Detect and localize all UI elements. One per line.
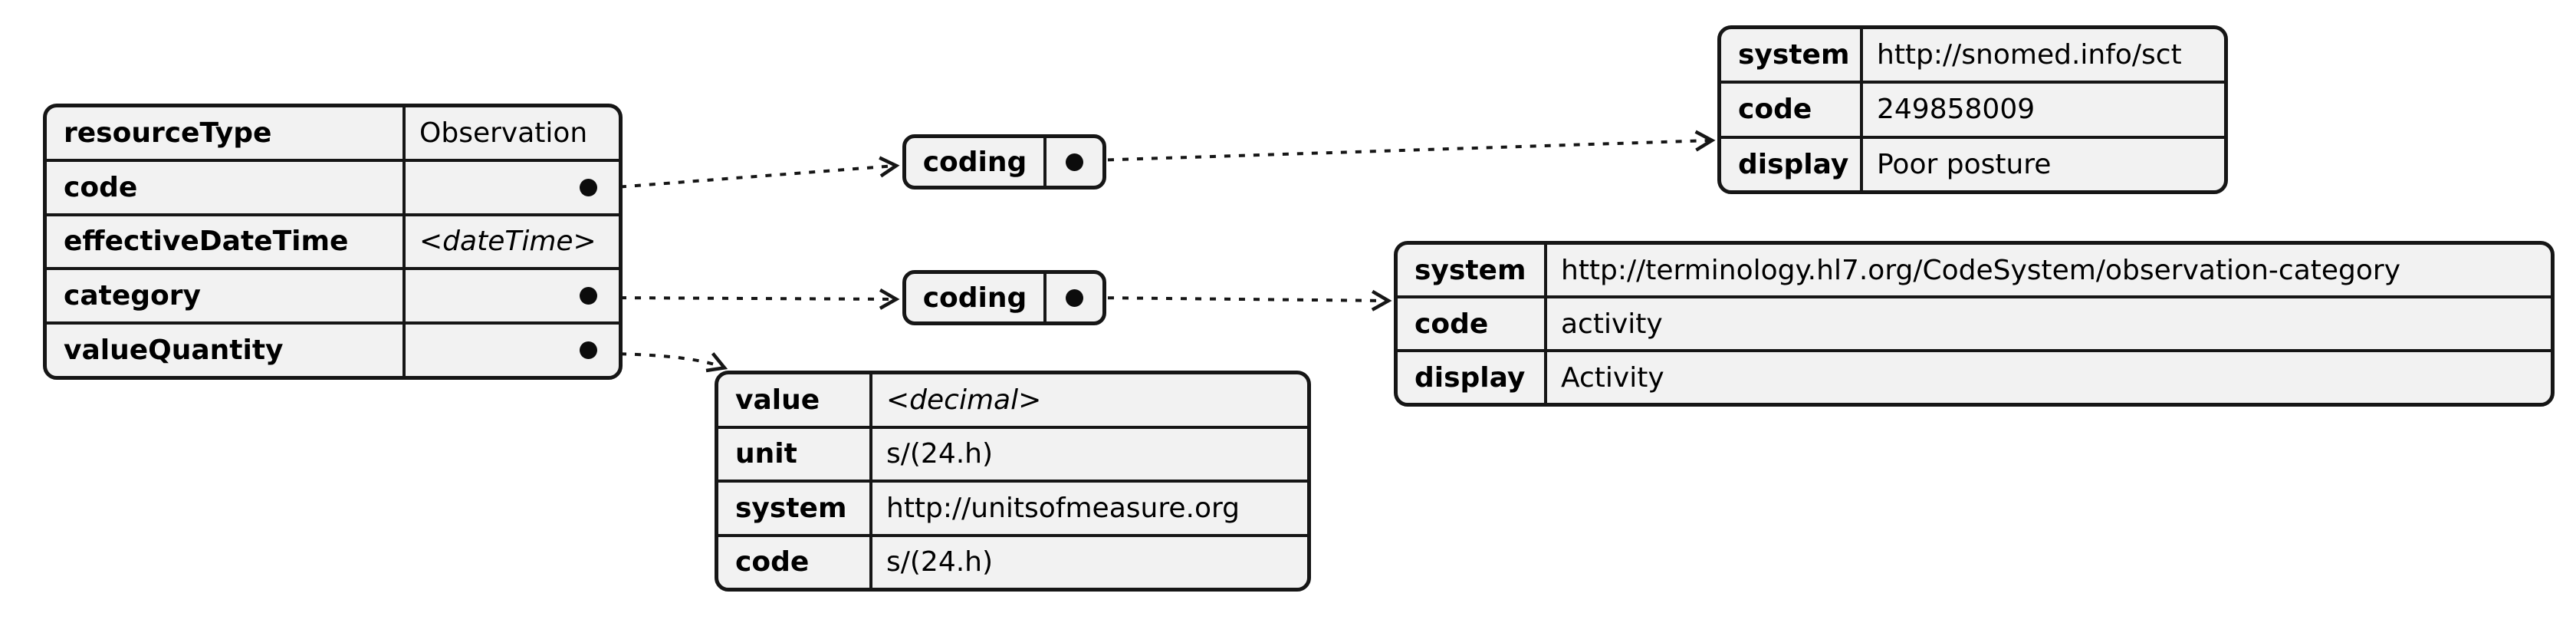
table-row: code s/(24.h) [718, 533, 1307, 588]
row-value-anchor [406, 270, 619, 321]
anchor-dot [580, 287, 597, 305]
row-value: Activity [1561, 361, 1664, 394]
coding-node-label: coding [906, 274, 1046, 321]
table-row: system http://unitsofmeasure.org [718, 480, 1307, 534]
table-row: value <decimal> [718, 374, 1307, 426]
row-key: value [718, 374, 872, 426]
table-row: system http://snomed.info/sct [1721, 29, 2224, 81]
row-key: system [1398, 245, 1547, 295]
row-value: <decimal> [886, 384, 1042, 416]
row-value: 249858009 [1877, 94, 2036, 126]
row-key: display [1398, 352, 1547, 403]
row-value-anchor [406, 325, 619, 376]
table-row: unit s/(24.h) [718, 425, 1307, 480]
table-row: code activity [1398, 295, 2551, 349]
table-row: system http://terminology.hl7.org/CodeSys… [1398, 245, 2551, 295]
row-key: system [1721, 29, 1863, 81]
row-key: display [1721, 138, 1863, 190]
category-coding-table: system http://terminology.hl7.org/CodeSys… [1394, 241, 2555, 407]
value-quantity-table: value <decimal> unit s/(24.h) system http://u… [715, 371, 1311, 592]
table-row: display Poor posture [1721, 135, 2224, 190]
link-valuequantity-to-quantity-table [605, 352, 728, 373]
row-key: code [1721, 84, 1863, 136]
row-key: resourceType [47, 107, 406, 159]
row-value: Observation [419, 117, 588, 149]
coding-node-1: coding [902, 134, 1106, 190]
table-row: code [47, 158, 619, 213]
table-row: display Activity [1398, 349, 2551, 403]
row-key: system [718, 483, 872, 534]
row-key: effectiveDateTime [47, 216, 406, 268]
link-coding2-to-category-table [1092, 289, 1392, 312]
row-key: unit [718, 428, 872, 480]
coding-node-label: coding [906, 138, 1046, 186]
row-value-anchor [406, 162, 619, 213]
coding-anchor-cell [1046, 138, 1102, 186]
row-value: http://terminology.hl7.org/CodeSystem/ob… [1561, 254, 2400, 286]
row-value: s/(24.h) [886, 546, 994, 578]
row-value: http://unitsofmeasure.org [886, 492, 1240, 524]
row-key: code [718, 536, 872, 588]
coding-anchor-cell [1046, 274, 1102, 321]
row-key: category [47, 270, 406, 322]
anchor-dot [580, 341, 597, 360]
row-value: Poor posture [1877, 148, 2052, 180]
row-value: activity [1561, 308, 1663, 340]
anchor-dot [1066, 153, 1083, 171]
row-value: s/(24.h) [886, 438, 994, 470]
table-row: effectiveDateTime <dateTime> [47, 213, 619, 268]
row-key: code [1398, 298, 1547, 349]
anchor-dot [580, 178, 597, 196]
table-row: code 249858009 [1721, 81, 2224, 136]
anchor-dot [1066, 288, 1083, 307]
link-code-to-coding1 [605, 156, 900, 190]
table-row: category [47, 267, 619, 322]
coding-node-2: coding [902, 270, 1106, 325]
link-coding1-to-snomed-table [1092, 130, 1716, 162]
link-category-to-coding2 [605, 288, 900, 310]
row-key: code [47, 161, 406, 213]
row-key: valueQuantity [47, 325, 406, 376]
row-value: http://snomed.info/sct [1877, 39, 2182, 71]
table-row: valueQuantity [47, 321, 619, 376]
table-row: resourceType Observation [47, 107, 619, 159]
snomed-coding-table: system http://snomed.info/sct code 24985800… [1717, 25, 2228, 194]
row-value: <dateTime> [419, 226, 596, 258]
